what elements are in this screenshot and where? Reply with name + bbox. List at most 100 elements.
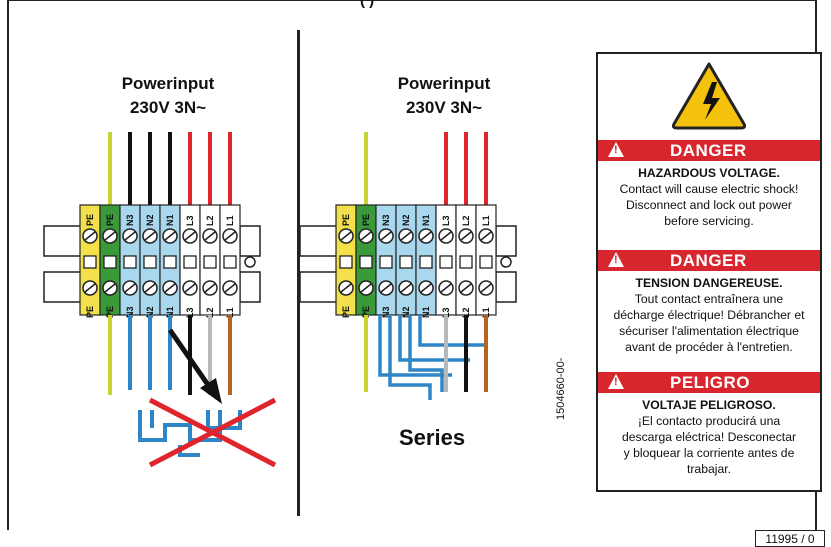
series-jumper [378,315,452,377]
danger-line: décharge électrique! Débrancher et [613,308,805,322]
danger-panel: ! DANGER HAZARDOUS VOLTAGE. Contact will… [596,52,822,492]
jumper-slot [359,255,373,269]
jumper-slot [379,255,393,269]
screw-slot [380,283,392,293]
jumper-slot [123,255,137,269]
screw-slot [460,283,472,293]
arrow-head [200,378,222,404]
jumper-slot [83,255,97,269]
series-jumper [408,315,444,392]
terminal-label-bottom: N3 [125,306,135,318]
jumper-slot [399,255,413,269]
jumper-slot [459,255,473,269]
screw-slot [460,231,472,241]
danger-heading-2: DANGER [670,251,747,270]
terminal-label-top: L3 [185,215,195,226]
screw-slot [480,283,492,293]
danger-line: descarga eléctrica! Desconectar [621,430,797,444]
danger-line: trabajar. [686,462,732,476]
end-screw [244,256,256,268]
terminal-label-bottom: PE [105,306,115,318]
terminal-label-bottom: L2 [205,307,215,318]
jumper-slot [223,255,237,269]
left-title: Powerinput 230V 3N~ [88,72,248,120]
danger-text-2: TENSION DANGEREUSE. Tout contact entraîn… [598,275,820,355]
screw-slot [420,283,432,293]
terminal-label-bottom: L1 [481,307,491,318]
din-rail-left [43,271,85,303]
danger-line: before servicing. [664,214,754,228]
terminal-label-top: PE [341,214,351,226]
left-title-line1: Powerinput [121,74,215,93]
jumper-slot [339,255,353,269]
jumper-slot [419,255,433,269]
terminal-label-bottom: N1 [165,306,175,318]
terminal-label-bottom: L2 [461,307,471,318]
terminal-label-top: L1 [225,215,235,226]
screw-slot [400,283,412,293]
top-caption: ( ) [360,0,375,9]
terminal-label-top: PE [105,214,115,226]
danger-heading-1: DANGER [670,141,747,160]
terminal-label-bottom: PE [361,306,371,318]
danger-line: y bloquear la corriente antes de [623,446,795,460]
terminal-label-bottom: L3 [441,307,451,318]
reference-number: 11995 / 0 [755,530,825,547]
din-rail-right [495,271,517,303]
din-rail-left [299,225,341,257]
terminal-label-top: PE [85,214,95,226]
danger-line: Tout contact entraînera une [634,292,784,306]
danger-title-3: VOLTAJE PELIGROSO. [642,398,776,412]
screw-slot [84,231,96,241]
terminal-label-bottom: L3 [185,307,195,318]
terminal-label-bottom: PE [341,306,351,318]
screw-slot [204,283,216,293]
terminal-label-top: L3 [441,215,451,226]
right-title-line1: Powerinput [397,74,491,93]
screw-slot [204,231,216,241]
cross-out-mark [148,397,277,468]
jumper-slot [439,255,453,269]
terminal-label-bottom: L1 [225,307,235,318]
danger-title-1: HAZARDOUS VOLTAGE. [638,166,780,180]
screw-slot [224,283,236,293]
peligro-heading: PELIGRO [670,373,751,392]
din-rail-right [239,271,261,303]
high-voltage-warning-icon [671,62,747,130]
screw-slot [104,231,116,241]
danger-band-1: ! DANGER [598,140,820,161]
screw-slot [340,283,352,293]
right-title-line2: 230V 3N~ [405,98,483,117]
series-caption: Series [399,425,466,450]
danger-line: ¡El contacto producirá una [637,414,781,428]
left-title-line2: 230V 3N~ [129,98,207,117]
screw-slot [124,231,136,241]
screw-slot [440,231,452,241]
screw-slot [400,231,412,241]
screw-slot [104,283,116,293]
din-rail-left [299,271,341,303]
screw-slot [360,283,372,293]
din-rail-right [495,225,517,257]
screw-slot [440,283,452,293]
danger-title-2: TENSION DANGEREUSE. [635,276,783,290]
terminal-label-top: N3 [125,214,135,226]
terminal-label-top: N2 [145,214,155,226]
exclamation-icon: ! [608,374,624,389]
terminal-label-top: N3 [381,214,391,226]
screw-slot [380,231,392,241]
screw-slot [124,283,136,293]
jumper-slot [203,255,217,269]
jumper-slot [143,255,157,269]
jumper-slot [163,255,177,269]
end-screw [500,256,512,268]
jumper-slot [103,255,117,269]
series-jumper [418,315,488,347]
danger-line: Contact will cause electric shock! [619,182,799,196]
screw-slot [480,231,492,241]
part-number: 1504660-00- [555,357,567,420]
terminal-label-bottom: N2 [145,306,155,318]
danger-line: Disconnect and lock out power [626,198,792,212]
